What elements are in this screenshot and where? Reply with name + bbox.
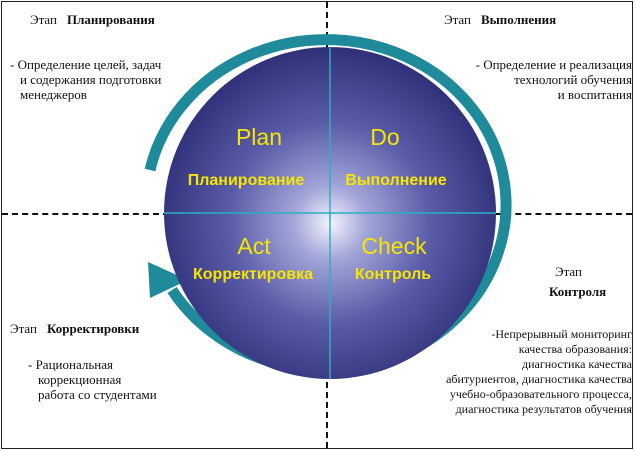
do-label: Do <box>370 124 399 150</box>
stage-control-word: Этап <box>555 264 582 279</box>
do-ru-label: Выполнение <box>345 172 446 189</box>
act-ru-label: Корректировка <box>193 266 313 283</box>
execution-description: - Определение и реализация технологий об… <box>475 57 632 102</box>
correction-description: - Рациональная коррекционная работа со с… <box>28 357 157 402</box>
plan-label: Plan <box>236 124 282 150</box>
cycle-arrowhead <box>148 262 188 298</box>
check-ru-label: Контроль <box>355 266 431 283</box>
check-label: Check <box>361 233 427 259</box>
stage-control-name: Контроля <box>549 284 607 299</box>
control-description: -Непрерывный мониторинг качества образов… <box>446 327 632 416</box>
planning-description: - Определение целей, задач и содержания … <box>10 57 162 102</box>
act-label: Act <box>237 233 271 259</box>
plan-ru-label: Планирование <box>188 172 305 189</box>
